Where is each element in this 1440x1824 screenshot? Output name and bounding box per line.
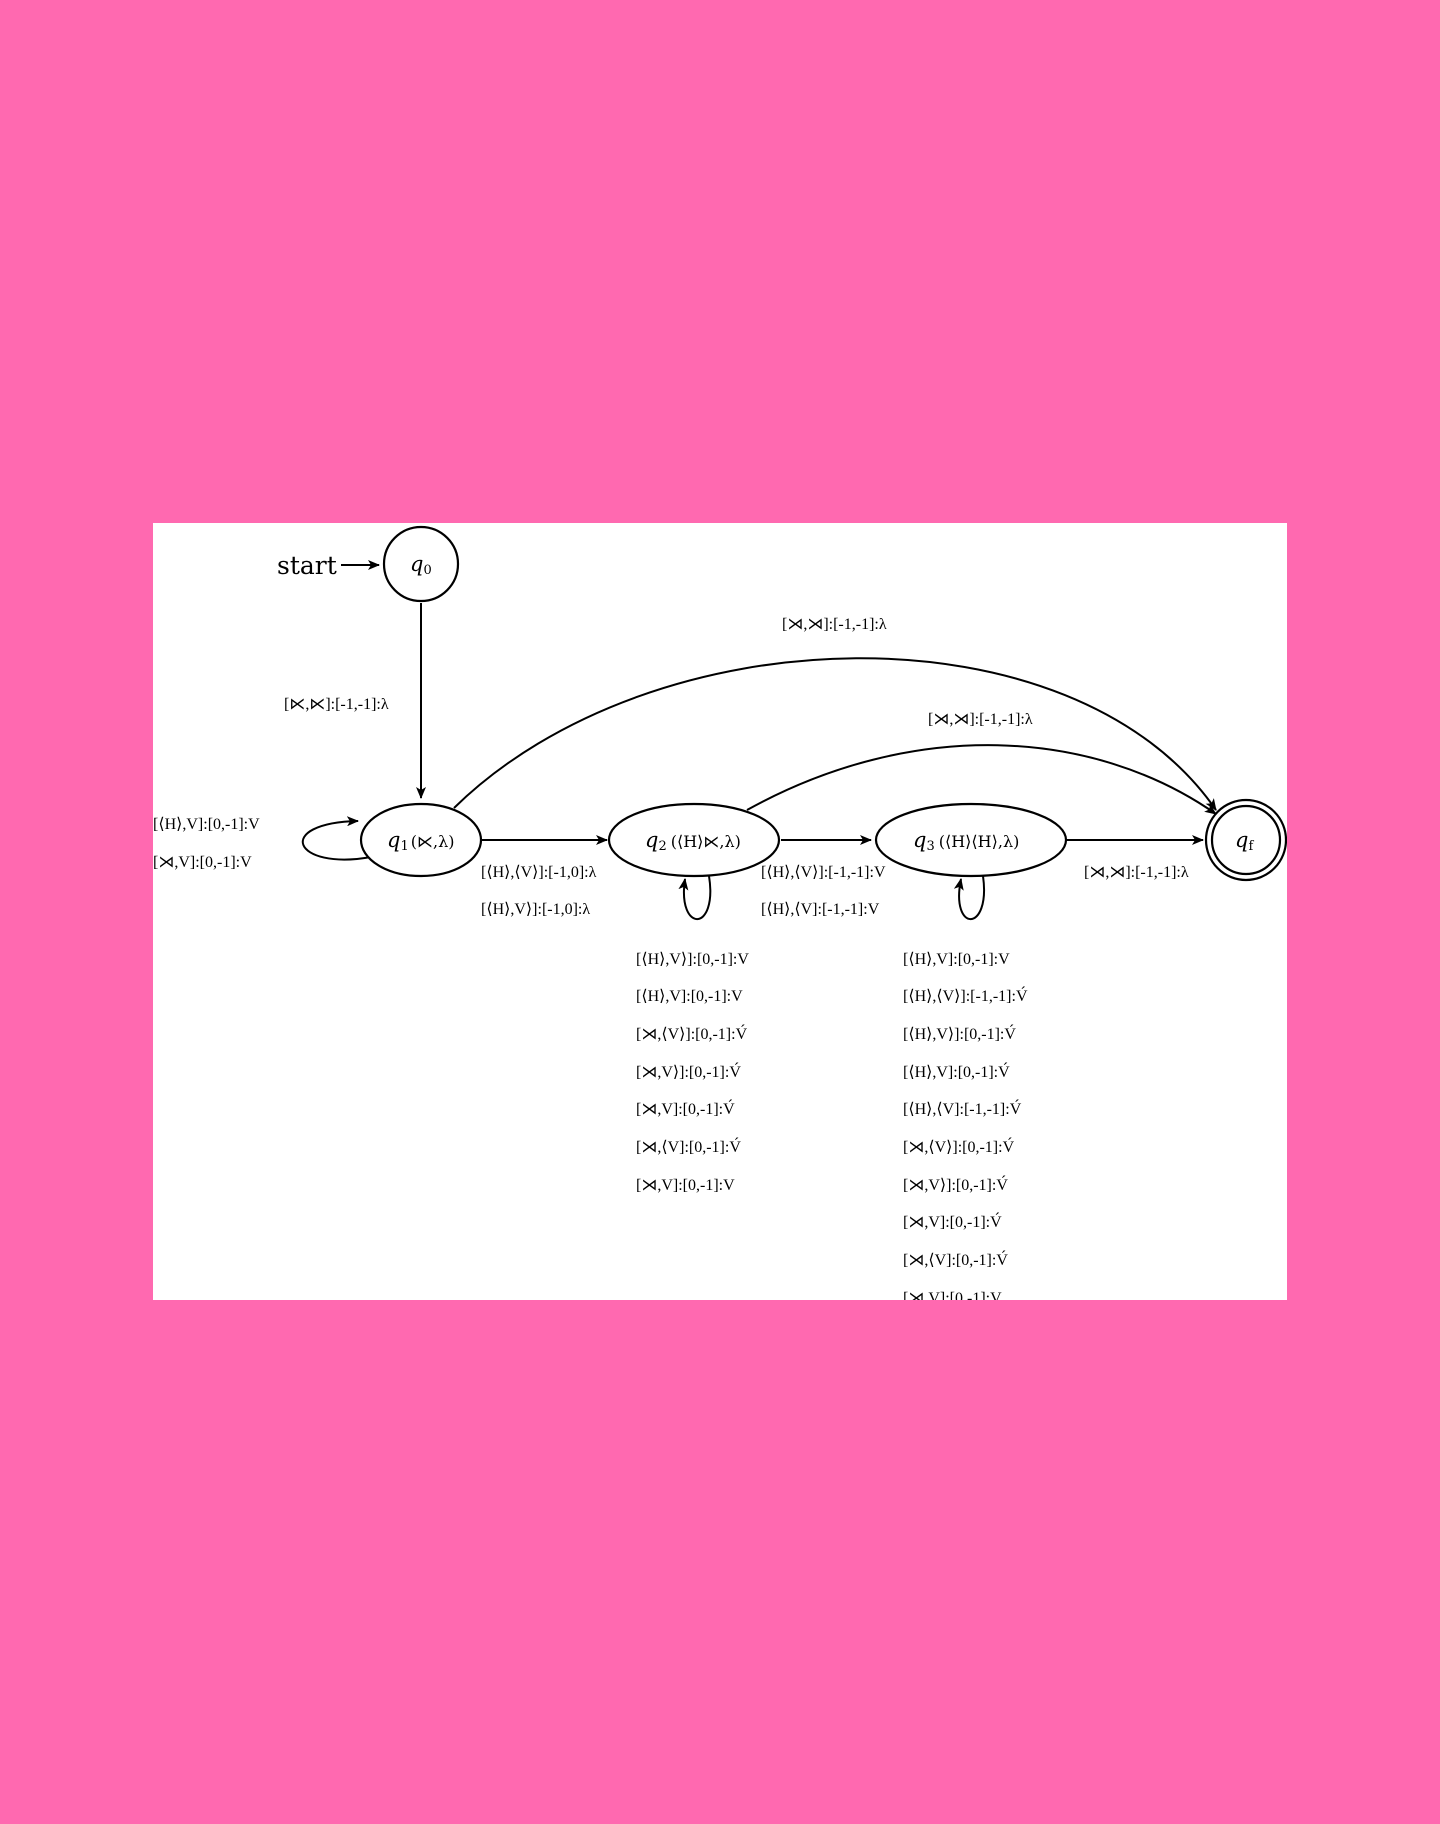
svg-text:q3(⟨H⟩⟨H⟩,λ): q3(⟨H⟩⟨H⟩,λ) <box>913 828 1019 854</box>
loop-q3 <box>953 875 986 920</box>
state-q0: q0 <box>382 525 460 603</box>
label-q3-loop: [⟨H⟩,V]:[0,-1]:V [⟨H⟩,⟨V⟩]:[-1,-1]:V́ [⟨… <box>903 951 1028 1300</box>
svg-text:[⟨H⟩,⟨V]:[-1,-1]:V: [⟨H⟩,⟨V]:[-1,-1]:V <box>761 901 880 918</box>
svg-text:[⋊,⟨V⟩]:[0,-1]:V́: [⋊,⟨V⟩]:[0,-1]:V́ <box>903 1136 1015 1156</box>
diagram-panel: start q0 q1(⋉,λ) q2(⟨H⟩⋉,λ) q3(⟨H⟩⟨H⟩,λ)… <box>153 523 1287 1300</box>
svg-text:[⟨H⟩,V⟩]:[-1,0]:λ: [⟨H⟩,V⟩]:[-1,0]:λ <box>481 901 590 918</box>
svg-text:[⋊,V]:[0,-1]:V: [⋊,V]:[0,-1]:V <box>636 1177 735 1194</box>
label-q3-qf: [⋊,⋊]:[-1,-1]:λ <box>1084 864 1189 881</box>
svg-text:[⟨H⟩,⟨V⟩]:[-1,-1]:V́: [⟨H⟩,⟨V⟩]:[-1,-1]:V́ <box>903 985 1028 1005</box>
svg-text:q2(⟨H⟩⋉,λ): q2(⟨H⟩⋉,λ) <box>645 828 741 854</box>
svg-text:[⋊,⟨V]:[0,-1]:V́: [⋊,⟨V]:[0,-1]:V́ <box>903 1249 1008 1269</box>
state-q3: q3(⟨H⟩⟨H⟩,λ) <box>874 802 1068 878</box>
state-q1: q1(⋉,λ) <box>359 802 483 878</box>
svg-text:[⋊,⟨V]:[0,-1]:V́: [⋊,⟨V]:[0,-1]:V́ <box>636 1136 741 1156</box>
svg-text:[⟨H⟩,V⟩]:[0,-1]:V́: [⟨H⟩,V⟩]:[0,-1]:V́ <box>903 1023 1016 1043</box>
label-q1-qf: [⋊,⋊]:[-1,-1]:λ <box>782 616 887 633</box>
svg-text:[⋊,⋊]:[-1,-1]:λ: [⋊,⋊]:[-1,-1]:λ <box>782 616 887 633</box>
label-q2-qf: [⋊,⋊]:[-1,-1]:λ <box>928 711 1033 728</box>
label-q2-q3: [⟨H⟩,⟨V⟩]:[-1,-1]:V [⟨H⟩,⟨V]:[-1,-1]:V <box>761 864 886 918</box>
svg-text:[⋊,V]:[0,-1]:V: [⋊,V]:[0,-1]:V <box>903 1290 1002 1300</box>
state-q2: q2(⟨H⟩⋉,λ) <box>607 802 781 878</box>
svg-text:[⟨H⟩,V]:[0,-1]:V: [⟨H⟩,V]:[0,-1]:V <box>903 951 1010 968</box>
state-diagram: start q0 q1(⋉,λ) q2(⟨H⟩⋉,λ) q3(⟨H⟩⟨H⟩,λ)… <box>153 525 1287 1300</box>
svg-text:[⟨H⟩,⟨V⟩]:[-1,0]:λ: [⟨H⟩,⟨V⟩]:[-1,0]:λ <box>481 864 597 881</box>
svg-text:[⋊,V⟩]:[0,-1]:V́: [⋊,V⟩]:[0,-1]:V́ <box>903 1174 1008 1194</box>
label-q1-loop: [⟨H⟩,V]:[0,-1]:V [⋊,V]:[0,-1]:V <box>153 816 260 871</box>
svg-text:[⋊,V⟩]:[0,-1]:V́: [⋊,V⟩]:[0,-1]:V́ <box>636 1061 741 1081</box>
svg-text:[⋊,V]:[0,-1]:V́: [⋊,V]:[0,-1]:V́ <box>636 1098 735 1118</box>
edge-q2-qf <box>746 744 1217 815</box>
svg-text:[⋊,V]:[0,-1]:V: [⋊,V]:[0,-1]:V <box>153 854 252 871</box>
label-q1-q2: [⟨H⟩,⟨V⟩]:[-1,0]:λ [⟨H⟩,V⟩]:[-1,0]:λ <box>481 864 597 918</box>
svg-text:qf: qf <box>1235 828 1254 854</box>
edge-q1-qf <box>453 657 1217 811</box>
loop-q1 <box>301 816 372 861</box>
svg-text:[⟨H⟩,V]:[0,-1]:V: [⟨H⟩,V]:[0,-1]:V <box>636 988 743 1005</box>
loop-q2 <box>678 875 712 920</box>
svg-text:[⟨H⟩,⟨V⟩]:[-1,-1]:V: [⟨H⟩,⟨V⟩]:[-1,-1]:V <box>761 864 886 881</box>
svg-text:[⟨H⟩,V]:[0,-1]:V́: [⟨H⟩,V]:[0,-1]:V́ <box>903 1061 1010 1081</box>
svg-text:[⋊,⋊]:[-1,-1]:λ: [⋊,⋊]:[-1,-1]:λ <box>1084 864 1189 881</box>
svg-text:[⋊,V]:[0,-1]:V́: [⋊,V]:[0,-1]:V́ <box>903 1211 1002 1231</box>
svg-text:[⟨H⟩,V⟩]:[0,-1]:V: [⟨H⟩,V⟩]:[0,-1]:V <box>636 951 749 968</box>
svg-text:[⋊,⟨V⟩]:[0,-1]:V́: [⋊,⟨V⟩]:[0,-1]:V́ <box>636 1023 748 1043</box>
start-label: start <box>277 551 337 580</box>
svg-text:[⋉,⋉]:[-1,-1]:λ: [⋉,⋉]:[-1,-1]:λ <box>284 696 389 713</box>
label-q2-loop: [⟨H⟩,V⟩]:[0,-1]:V [⟨H⟩,V]:[0,-1]:V [⋊,⟨V… <box>636 951 749 1194</box>
svg-text:[⟨H⟩,⟨V]:[-1,-1]:V́: [⟨H⟩,⟨V]:[-1,-1]:V́ <box>903 1098 1022 1118</box>
svg-text:q0: q0 <box>410 552 432 578</box>
label-q0-q1: [⋉,⋉]:[-1,-1]:λ <box>284 696 389 713</box>
svg-text:q1(⋉,λ): q1(⋉,λ) <box>387 828 454 854</box>
svg-text:[⋊,⋊]:[-1,-1]:λ: [⋊,⋊]:[-1,-1]:λ <box>928 711 1033 728</box>
svg-text:[⟨H⟩,V]:[0,-1]:V: [⟨H⟩,V]:[0,-1]:V <box>153 816 260 833</box>
state-qf: qf <box>1204 798 1287 882</box>
